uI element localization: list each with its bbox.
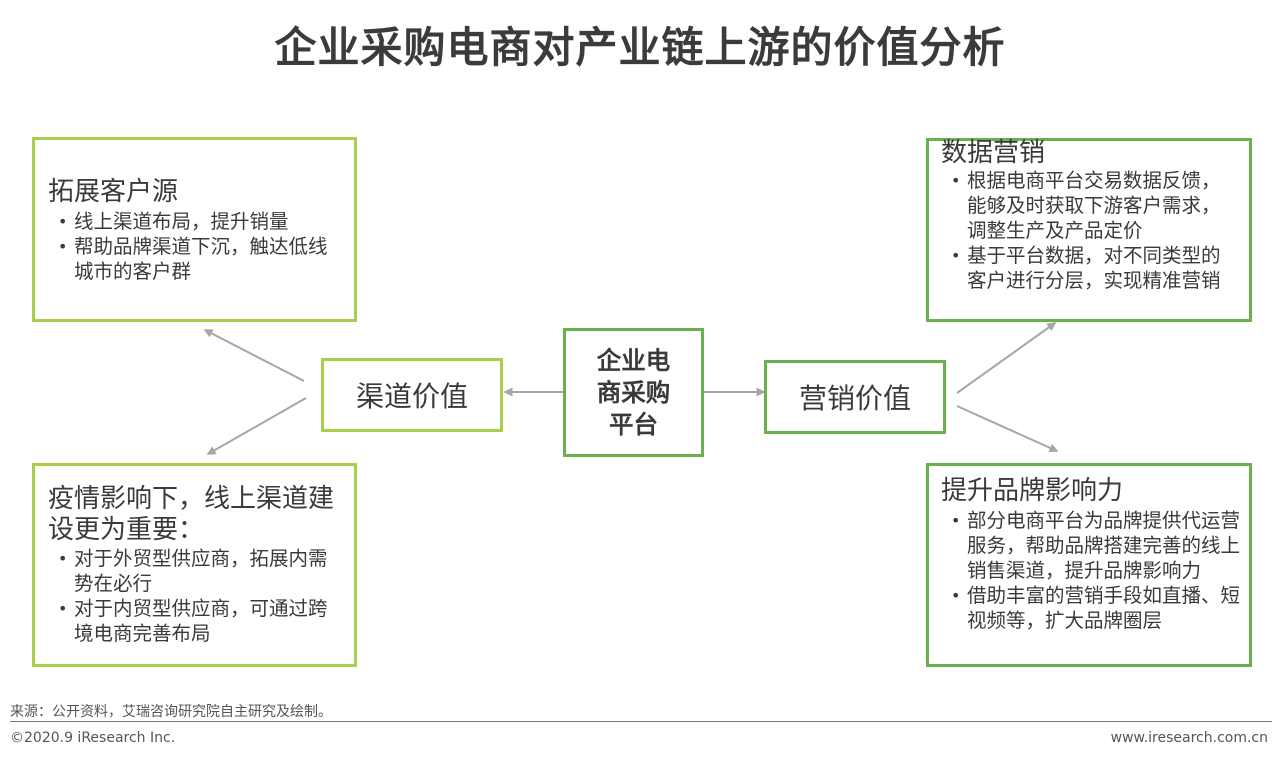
epidemic-title: 疫情影响下，线上渠道建设更为重要：: [48, 484, 335, 545]
brand-influence-item: 部分电商平台为品牌提供代运营服务，帮助品牌搭建完善的线上销售渠道，提升品牌影响力: [941, 508, 1241, 583]
arrow-marketing-to-data: [956, 322, 1057, 394]
data-marketing-item: 根据电商平台交易数据反馈，能够及时获取下游客户需求，调整生产及产品定价: [941, 168, 1239, 243]
expand-customers-item: 线上渠道布局，提升销量: [48, 209, 342, 234]
platform-label: 企业电商采购平台: [596, 345, 671, 439]
footer-divider: [10, 721, 1272, 722]
channel-value-box: 渠道价值: [321, 358, 503, 432]
expand-customers-item: 帮助品牌渠道下沉，触达低线城市的客户群: [48, 234, 342, 284]
brand-influence-box: 提升品牌影响力 部分电商平台为品牌提供代运营服务，帮助品牌搭建完善的线上销售渠道…: [926, 463, 1252, 667]
data-marketing-box: 数据营销 根据电商平台交易数据反馈，能够及时获取下游客户需求，调整生产及产品定价…: [926, 138, 1252, 322]
channel-value-label: 渠道价值: [355, 380, 468, 413]
marketing-value-label: 营销价值: [798, 382, 911, 415]
arrow-channel-to-epidemic: [206, 397, 307, 455]
epidemic-item: 对于外贸型供应商，拓展内需势在必行: [48, 546, 344, 596]
expand-customers-box: 拓展客户源 线上渠道布局，提升销量 帮助品牌渠道下沉，触达低线城市的客户群: [32, 137, 357, 322]
epidemic-item: 对于内贸型供应商，可通过跨境电商完善布局: [48, 596, 344, 646]
data-marketing-item: 基于平台数据，对不同类型的客户进行分层，实现精准营销: [941, 243, 1239, 293]
brand-influence-title: 提升品牌影响力: [941, 476, 1124, 506]
data-marketing-title: 数据营销: [941, 138, 1046, 168]
arrow-channel-to-expand: [203, 329, 305, 382]
marketing-value-box: 营销价值: [764, 360, 946, 434]
copyright: ©2020.9 iResearch Inc.: [10, 730, 176, 746]
page-title: 企业采购电商对产业链上游的价值分析: [274, 23, 1006, 72]
platform-box: 企业电商采购平台: [563, 328, 704, 457]
website-url: www.iresearch.com.cn: [1110, 730, 1268, 746]
source-note: 来源：公开资料，艾瑞咨询研究院自主研究及绘制。: [10, 704, 332, 720]
brand-influence-item: 借助丰富的营销手段如直播、短视频等，扩大品牌圈层: [941, 583, 1241, 633]
arrow-marketing-to-brand: [956, 405, 1059, 453]
expand-customers-title: 拓展客户源: [48, 177, 179, 207]
epidemic-box: 疫情影响下，线上渠道建设更为重要： 对于外贸型供应商，拓展内需势在必行 对于内贸…: [32, 463, 357, 667]
